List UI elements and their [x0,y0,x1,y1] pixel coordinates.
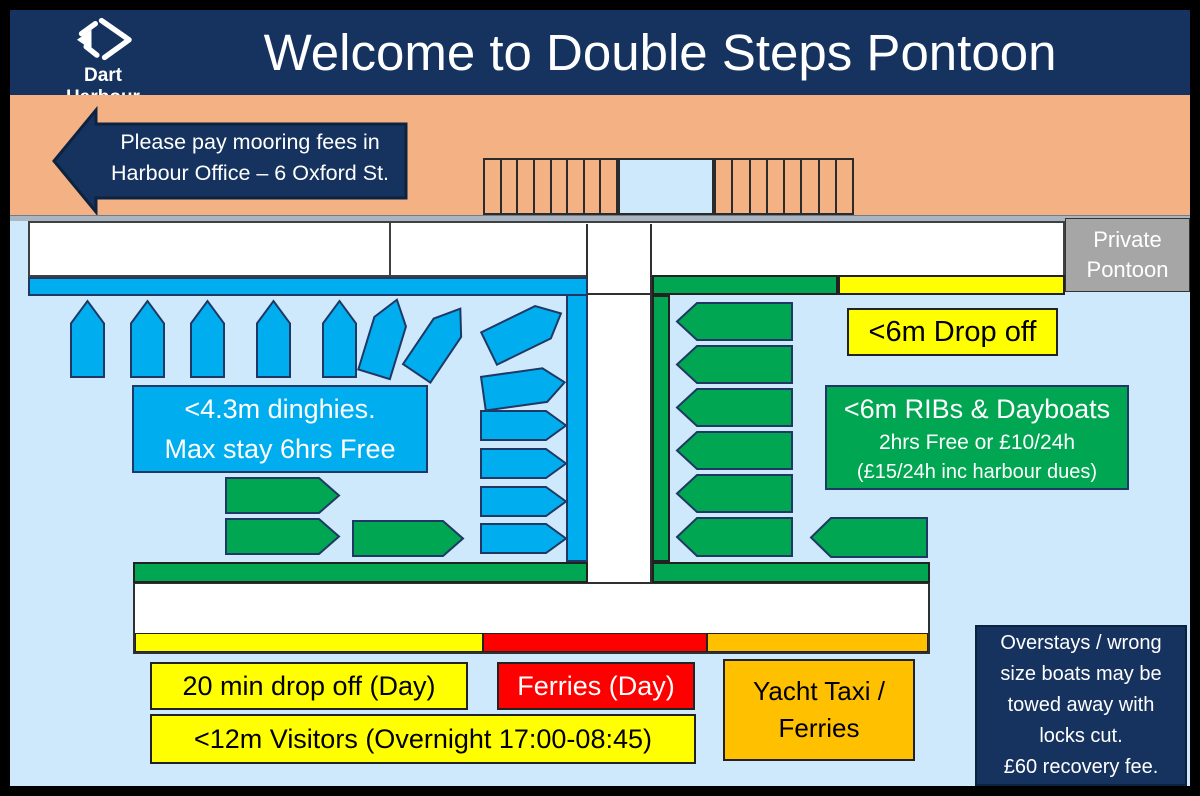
ferries-day-text: Ferries (Day) [517,670,675,701]
boat-marker-green [352,520,465,557]
central-walkway-line [586,293,652,295]
berth-strip-orange [707,633,928,652]
walkway-divider-line [389,221,391,277]
boat-marker-green [675,302,793,341]
mooring-fees-notice: Please pay mooring fees in Harbour Offic… [100,127,400,189]
overstays-line3: towed away with [1007,694,1155,716]
ferries-day-label: Ferries (Day) [497,662,695,710]
quay-edge [10,215,1190,221]
boat-marker-blue [480,523,568,554]
header-bar [10,10,1190,95]
dinghies-zone-label: <4.3m dinghies. Max stay 6hrs Free [132,385,428,473]
boat-marker-green [809,517,928,558]
visitors-12m-label: <12m Visitors (Overnight 17:00-08:45) [150,714,696,764]
dinghies-line1: <4.3m dinghies. [184,394,376,424]
ribs-dayboats-zone-label: <6m RIBs & Dayboats 2hrs Free or £10/24h… [825,385,1129,490]
overstays-line4: locks cut. [1039,725,1123,747]
top-walkway [28,221,1065,277]
boat-marker-blue [256,299,291,378]
bottom-pontoon-green-right [652,562,930,583]
yacht-taxi-label: Yacht Taxi / Ferries [723,659,915,761]
notice-line1: Please pay mooring fees in [120,130,380,154]
boat-marker-blue [190,299,225,378]
drop-off-6m-text: <6m Drop off [868,315,1037,348]
dinghy-pontoon-side [566,294,588,562]
private-line2: Pontoon [1086,257,1169,282]
visitors-12m-text: <12m Visitors (Overnight 17:00-08:45) [194,723,652,754]
drop-off-6m-label: <6m Drop off [847,308,1058,356]
boat-marker-blue [480,410,568,441]
ribs-line3: (£15/24h inc harbour dues) [856,460,1098,483]
steps-landing [618,158,714,215]
ribs-pontoon-side [652,295,670,562]
private-line1: Private [1093,227,1162,252]
ribs-line1: <6m RIBs & Dayboats [843,393,1111,424]
private-pontoon-label: Private Pontoon [1065,218,1190,292]
boat-marker-green [225,477,341,514]
page-title: Welcome to Double Steps Pontoon [263,24,1057,81]
boat-marker-blue [401,307,463,384]
mooring-fees-arrow [52,105,408,217]
drop-off-20min-label: 20 min drop off (Day) [150,662,468,710]
boat-marker-green [675,388,793,427]
dart-harbour-logo-icon [76,17,132,61]
yacht-taxi-line2: Ferries [778,713,860,743]
bottom-pontoon-green-left [133,562,588,583]
berth-strip-red [483,633,707,652]
overstays-line2: size boats may be [1000,663,1162,685]
boat-marker-green [225,518,341,555]
boat-marker-blue [479,304,563,367]
boat-marker-blue [70,299,105,378]
yacht-taxi-line1: Yacht Taxi / [753,676,885,706]
boat-marker-blue [322,299,357,378]
overstays-line5: £60 recovery fee. [1003,756,1159,778]
dropoff-pontoon-top [838,275,1065,295]
dart-harbour-logo: Dart Harbour [48,16,158,108]
dinghy-pontoon-top [28,277,588,296]
boat-marker-blue [480,486,568,517]
boat-marker-green [675,431,793,470]
overstays-line1: Overstays / wrong [1000,632,1162,654]
ribs-line2: 2hrs Free or £10/24h [878,430,1076,454]
boat-marker-green [675,474,793,513]
steps-left [483,158,618,215]
boat-marker-blue [130,299,165,378]
notice-line2: Harbour Office – 6 Oxford St. [110,161,390,185]
ribs-pontoon-top [652,275,838,295]
drop-off-20min-text: 20 min drop off (Day) [182,670,436,701]
overstays-warning: Overstays / wrong size boats may be towe… [975,625,1187,786]
steps-right [714,158,854,215]
central-walkway [586,224,652,582]
berth-strip-yellow [135,633,483,652]
boat-marker-blue [357,298,408,381]
boat-marker-green [675,517,793,557]
boat-marker-green [675,345,793,384]
boat-marker-blue [479,367,567,412]
dinghies-line2: Max stay 6hrs Free [164,434,396,464]
boat-marker-blue [480,448,568,479]
